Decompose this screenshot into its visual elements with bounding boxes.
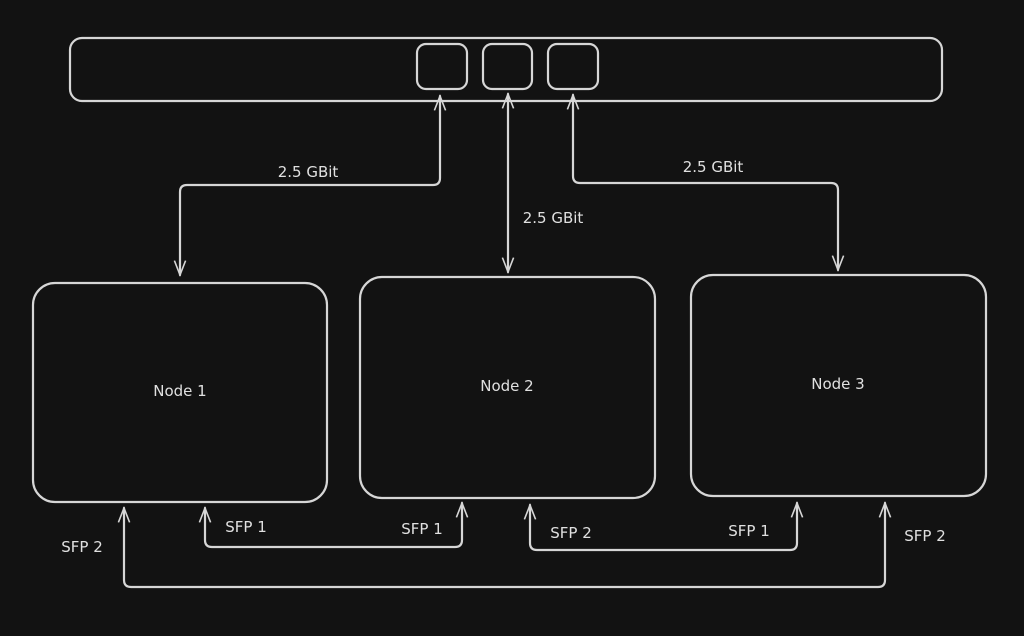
switch-port-2	[481, 42, 534, 91]
sfp-link-node1-node3	[124, 503, 885, 589]
node-2-sfp2-label: SFP 2	[550, 524, 592, 542]
uplink-arrow-node1	[180, 96, 440, 275]
node-3-sfp1-label: SFP 1	[728, 522, 770, 540]
node-2-label: Node 2	[480, 377, 534, 395]
sfp-link-node2-node3	[530, 503, 797, 552]
node-3-sfp2-label: SFP 2	[904, 527, 946, 545]
node-3-box	[689, 273, 988, 498]
node-1-sfp1-label: SFP 1	[225, 518, 267, 536]
node-2-sfp1-label: SFP 1	[401, 520, 443, 538]
switch-port-3	[546, 42, 600, 91]
network-switch	[68, 36, 944, 103]
sfp-link-node1-node2	[205, 503, 462, 549]
uplink-1-label: 2.5 GBit	[277, 163, 339, 181]
switch-port-1	[415, 42, 469, 91]
uplink-3-label: 2.5 GBit	[682, 158, 744, 176]
uplink-2-label: 2.5 GBit	[522, 209, 584, 227]
uplink-arrow-node3	[573, 95, 838, 270]
node-3-label: Node 3	[811, 375, 865, 393]
node-1-label: Node 1	[153, 382, 207, 400]
node-1-sfp2-label: SFP 2	[61, 538, 103, 556]
node-2-box	[358, 275, 657, 500]
